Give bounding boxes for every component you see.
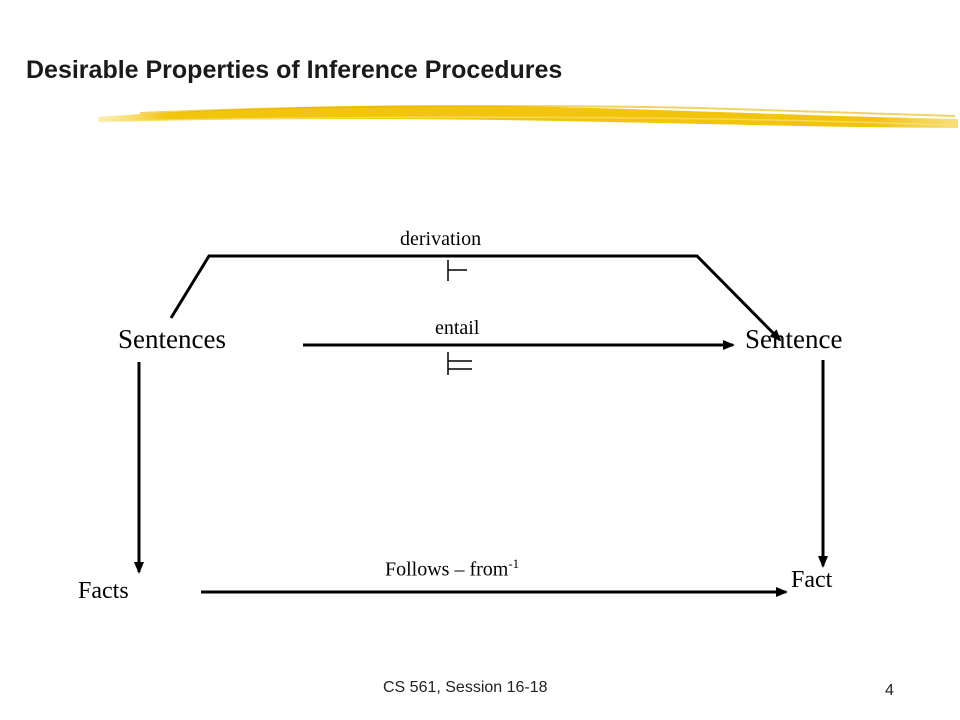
footer-course: CS 561, Session 16-18 bbox=[383, 679, 548, 696]
entail-label: entail bbox=[435, 317, 480, 339]
follows-from-text: Follows – from bbox=[385, 558, 509, 581]
slide-title: Desirable Properties of Inference Proced… bbox=[26, 56, 563, 84]
follows-from-label: Follows – from-1 bbox=[385, 556, 519, 582]
node-sentence: Sentence bbox=[745, 324, 843, 354]
single-turnstile-icon bbox=[447, 260, 467, 281]
double-turnstile-icon bbox=[447, 352, 472, 375]
derivation-arrow bbox=[169, 254, 782, 342]
title-underline-brush bbox=[98, 104, 959, 128]
derivation-label: derivation bbox=[400, 228, 482, 250]
node-sentences: Sentences bbox=[118, 324, 226, 354]
node-fact: Fact bbox=[791, 567, 833, 593]
page-number: 4 bbox=[885, 682, 894, 699]
inverse-superscript: -1 bbox=[508, 556, 520, 571]
node-facts: Facts bbox=[78, 578, 129, 604]
